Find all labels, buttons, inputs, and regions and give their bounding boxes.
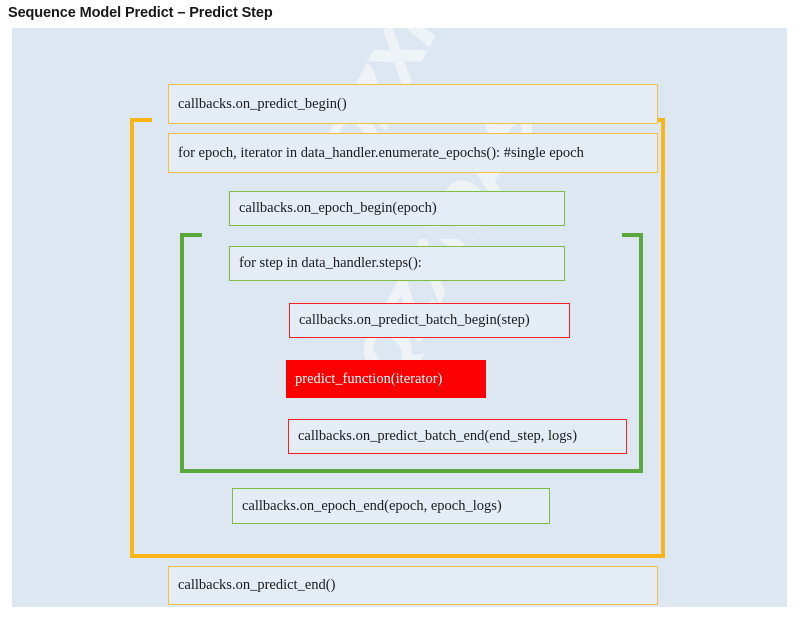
step-label: for step in data_handler.steps():	[239, 255, 422, 271]
bracket-notch	[202, 227, 622, 239]
diagram-panel: QZXIDAS QZXIDAS callbacks.on_predict_beg…	[12, 28, 787, 607]
step-box-predict-batch-begin[interactable]: callbacks.on_predict_batch_begin(step)	[289, 303, 570, 338]
step-label: callbacks.on_predict_batch_end(end_step,…	[298, 428, 578, 444]
step-label: for epoch, iterator in data_handler.enum…	[178, 144, 584, 161]
step-label: predict_function(iterator)	[295, 370, 443, 387]
step-label: callbacks.on_epoch_begin(epoch)	[239, 200, 437, 216]
step-label: callbacks.on_predict_end()	[178, 577, 336, 593]
step-box-predict-function[interactable]: predict_function(iterator)	[286, 360, 486, 398]
step-box-predict-end[interactable]: callbacks.on_predict_end()	[168, 566, 658, 605]
step-box-predict-begin[interactable]: callbacks.on_predict_begin()	[168, 84, 658, 124]
step-box-step-loop[interactable]: for step in data_handler.steps():	[229, 246, 565, 281]
step-label: callbacks.on_epoch_end(epoch, epoch_logs…	[242, 497, 502, 514]
step-box-epoch-end[interactable]: callbacks.on_epoch_end(epoch, epoch_logs…	[232, 488, 550, 524]
step-label: callbacks.on_predict_begin()	[178, 95, 347, 112]
step-label: callbacks.on_predict_batch_begin(step)	[299, 312, 530, 328]
page-title: Sequence Model Predict – Predict Step	[8, 5, 273, 21]
step-box-predict-batch-end[interactable]: callbacks.on_predict_batch_end(end_step,…	[288, 419, 627, 454]
step-box-epoch-begin[interactable]: callbacks.on_epoch_begin(epoch)	[229, 191, 565, 226]
step-box-epoch-loop[interactable]: for epoch, iterator in data_handler.enum…	[168, 133, 658, 173]
